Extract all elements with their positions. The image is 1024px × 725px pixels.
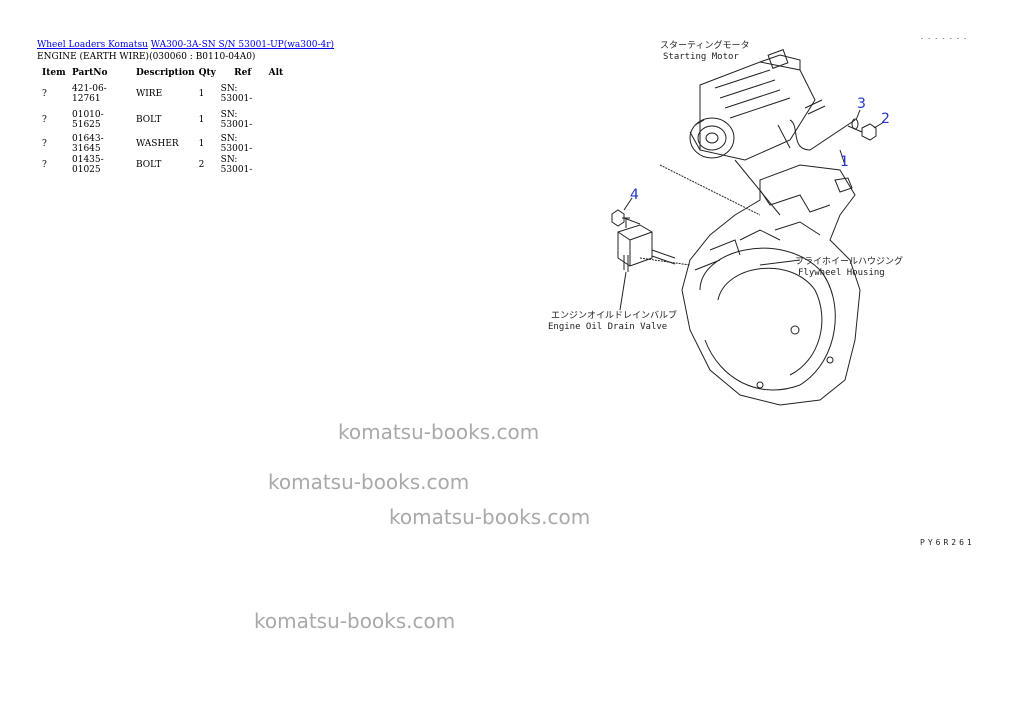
breadcrumb-link-model[interactable]: WA300-3A-SN S/N 53001-UP(wa300-4r): [150, 40, 335, 50]
cell-qty: 1: [198, 89, 205, 99]
cell-description: BOLT: [136, 115, 162, 125]
callout-2: 2: [881, 111, 890, 127]
cell-alt: [267, 107, 291, 133]
washer-3-drawing: [851, 118, 859, 130]
callout-1: 1: [840, 154, 849, 170]
cell-partno: 01010-51625: [72, 110, 104, 130]
cell-item: ?: [42, 115, 47, 125]
col-qty-header: Qty: [198, 68, 216, 78]
col-item-header: Item: [42, 68, 66, 78]
cell-partno: 01643-31645: [72, 134, 104, 154]
table-row: ? 01010-51625 BOLT 1 SN: 53001-: [37, 107, 291, 133]
cell-alt: [267, 155, 291, 175]
cell-ref: SN: 53001-: [220, 134, 253, 154]
col-alt-header: Alt: [268, 68, 284, 78]
cell-item: ?: [42, 139, 47, 149]
starting-motor-drawing: [689, 49, 856, 161]
starting-motor-label-jp: スターティングモータ: [660, 39, 749, 51]
flywheel-housing-label-jp: フライホイールハウジング: [795, 255, 903, 267]
cell-ref: SN: 53001-: [220, 84, 253, 104]
cell-qty: 1: [198, 115, 205, 125]
parts-table: Item PartNo Description Qty Ref Alt ? 42…: [37, 65, 291, 175]
drain-valve-label-jp: エンジンオイルドレインバルブ: [551, 309, 677, 321]
col-partno-header: PartNo: [72, 68, 108, 78]
callout-4: 4: [630, 187, 639, 203]
table-row: ? 01435-01025 BOLT 2 SN: 53001-: [37, 155, 291, 175]
callouts: 1 2 3 4: [630, 96, 890, 203]
bolt-4-drawing: [611, 209, 641, 227]
cell-alt: [267, 133, 291, 155]
watermark: komatsu-books.com: [389, 505, 591, 529]
table-row: ? 01643-31645 WASHER 1 SN: 53001-: [37, 133, 291, 155]
watermark: komatsu-books.com: [254, 609, 456, 633]
cell-partno: 421-06-12761: [72, 84, 107, 104]
table-row: ? 421-06-12761 WIRE 1 SN: 53001-: [37, 81, 291, 107]
cell-qty: 1: [198, 139, 205, 149]
page-title: ENGINE (EARTH WIRE)(030060 : B0110-04A0): [37, 52, 256, 62]
parts-diagram: 1 2 3 4 スターティングモータ Starting Motor フライホイー…: [548, 35, 975, 547]
table-header-row: Item PartNo Description Qty Ref Alt: [37, 65, 291, 81]
cell-qty: 2: [198, 160, 205, 170]
drain-valve-drawing: [617, 217, 691, 311]
cell-ref: SN: 53001-: [220, 155, 253, 175]
breadcrumb: Wheel Loaders Komatsu WA300-3A-SN S/N 53…: [37, 40, 334, 50]
cell-item: ?: [42, 89, 47, 99]
diagram-lines: [611, 49, 885, 406]
callout-3: 3: [857, 96, 866, 112]
watermark: komatsu-books.com: [338, 420, 540, 444]
flywheel-housing-drawing: [681, 164, 861, 406]
part-labels: スターティングモータ Starting Motor フライホイールハウジング F…: [548, 35, 975, 547]
col-ref-header: Ref: [234, 68, 252, 78]
cell-description: BOLT: [136, 160, 162, 170]
figure-code: PY6R261: [920, 538, 975, 547]
watermark: komatsu-books.com: [268, 470, 470, 494]
corner-code: - - - - - - -: [920, 35, 967, 42]
cell-description: WASHER: [136, 139, 179, 149]
cell-description: WIRE: [136, 89, 163, 99]
cell-alt: [267, 81, 291, 107]
cell-item: ?: [42, 160, 47, 170]
cell-ref: SN: 53001-: [220, 110, 253, 130]
col-description-header: Description: [136, 68, 195, 78]
starting-motor-label: Starting Motor: [663, 52, 739, 62]
cell-partno: 01435-01025: [72, 155, 104, 175]
breadcrumb-link-wheel-loaders[interactable]: Wheel Loaders Komatsu: [37, 40, 148, 50]
drain-valve-label: Engine Oil Drain Valve: [548, 322, 667, 332]
flywheel-housing-label: Flywheel Housing: [798, 268, 885, 278]
